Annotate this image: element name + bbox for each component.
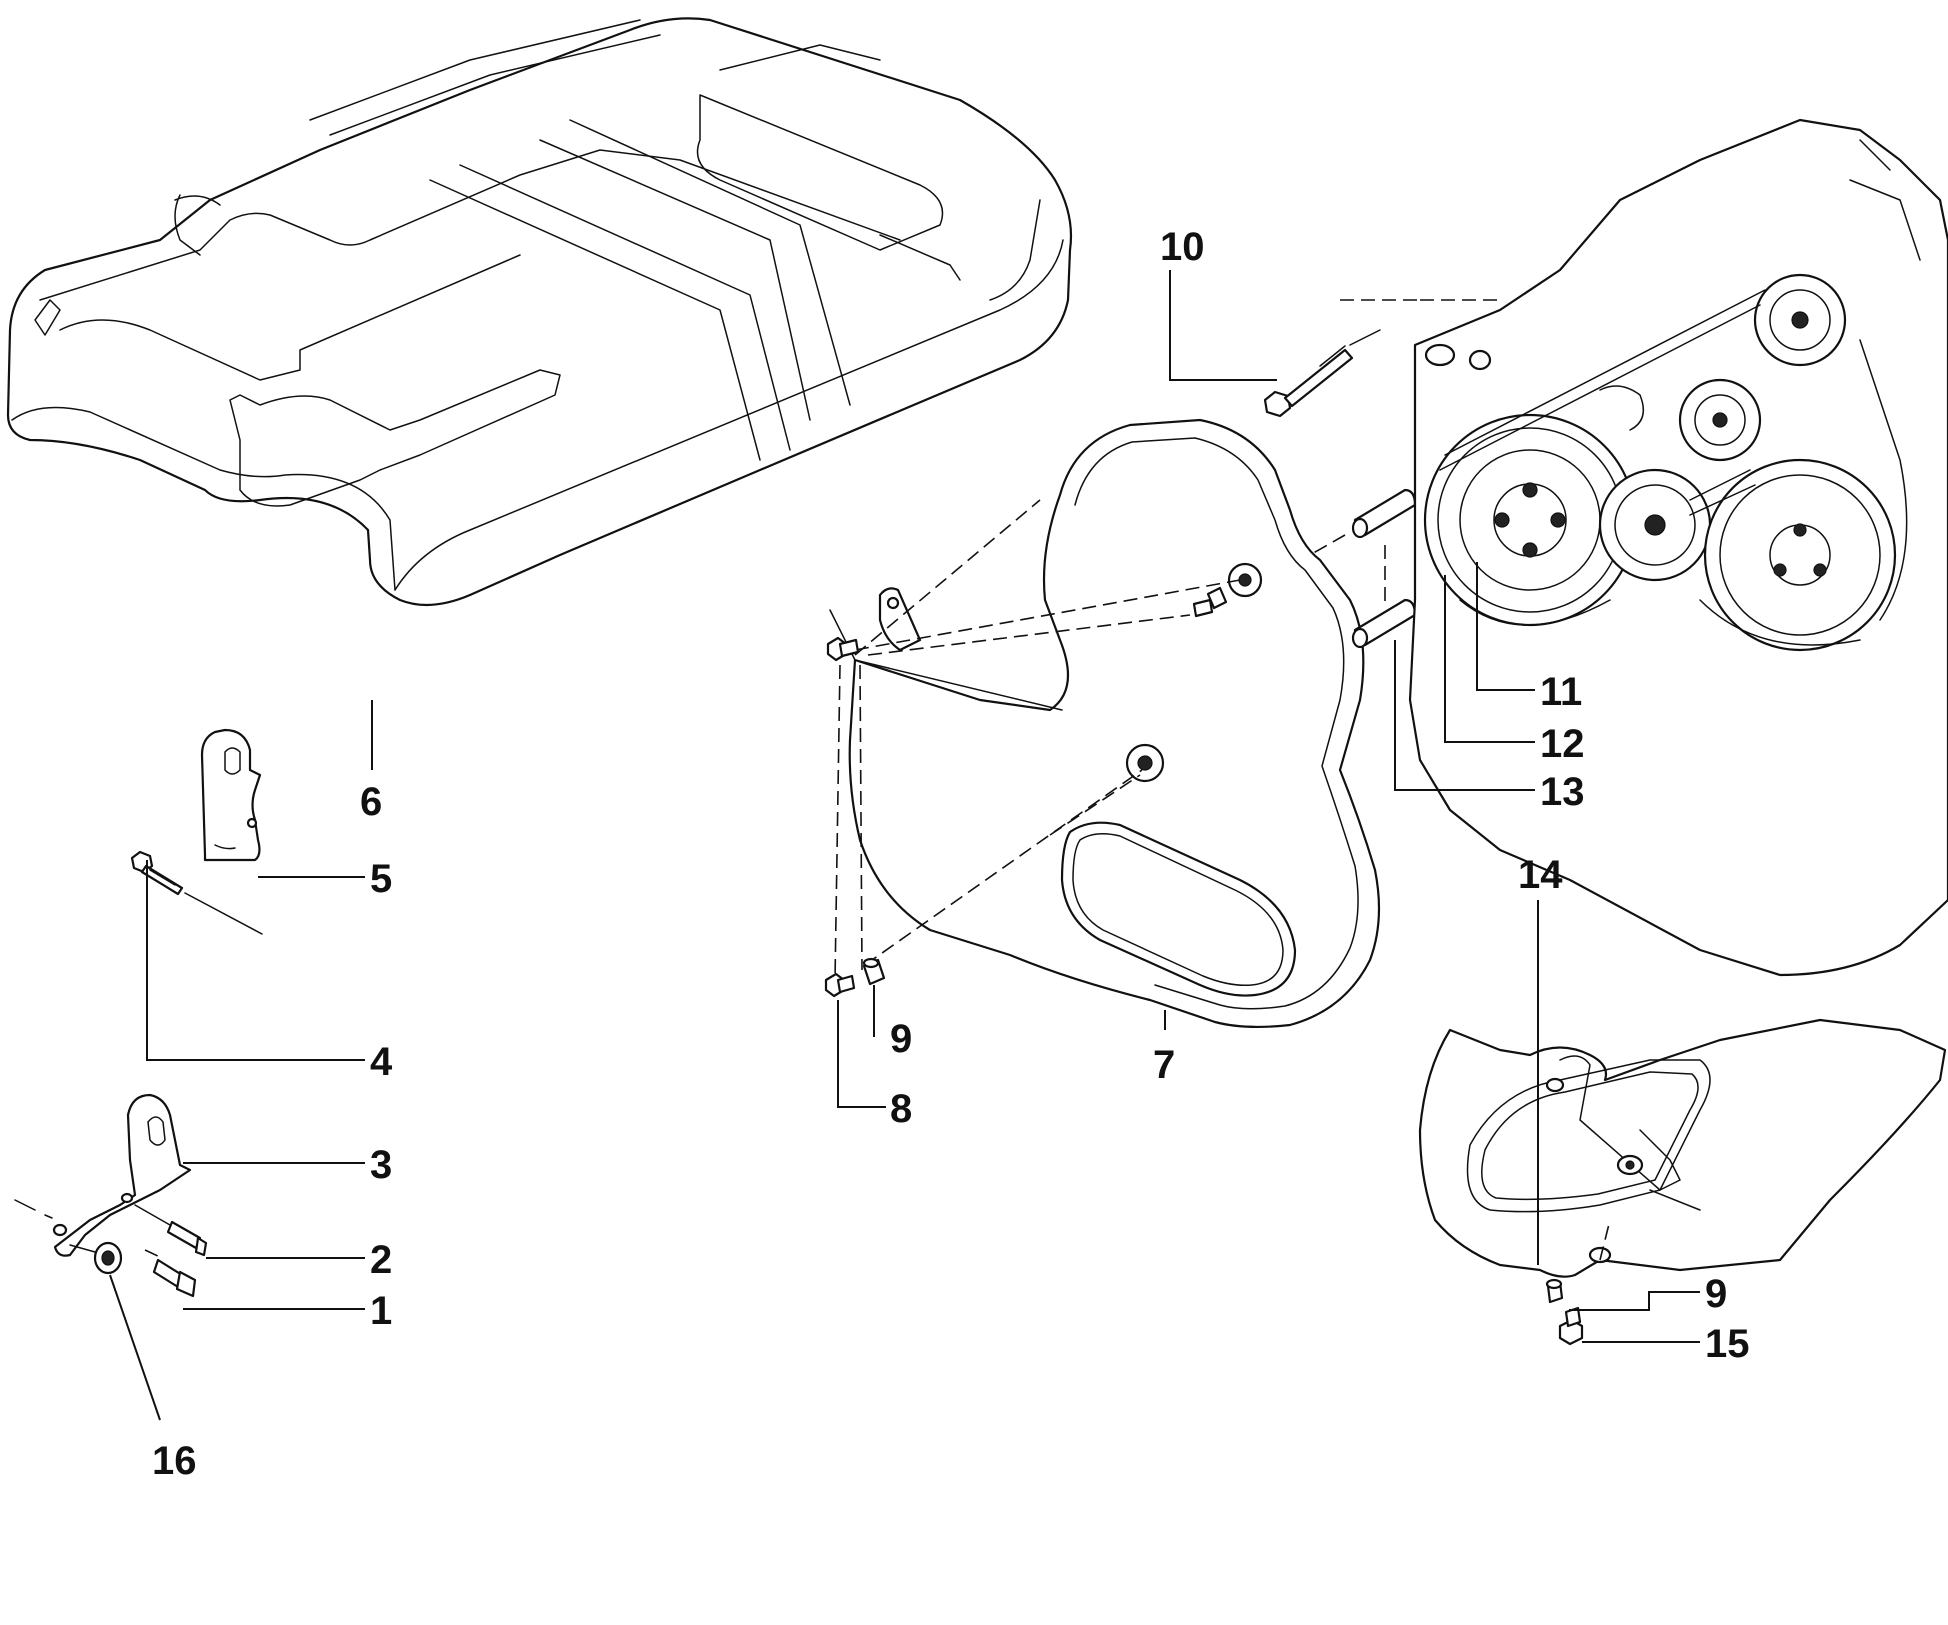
callout-3: 3: [370, 1143, 392, 1187]
bolt-part-1: [144, 1249, 197, 1298]
engine-cover-part-6: [6, 17, 1073, 607]
bracket-part-3: [14, 1093, 192, 1257]
callout-1: 1: [370, 1289, 392, 1333]
callout-7: 7: [1153, 1043, 1175, 1087]
callout-9-upper: 9: [890, 1017, 912, 1061]
spacer-part-9: [862, 586, 1228, 986]
callout-14: 14: [1518, 853, 1563, 897]
callout-4: 4: [370, 1040, 393, 1084]
nut-part-16: [69, 1241, 123, 1275]
bolt-part-4: [130, 850, 263, 935]
callout-13: 13: [1540, 770, 1585, 814]
callout-16: 16: [152, 1439, 197, 1483]
callout-6: 6: [360, 780, 382, 824]
engine-front-pulleys: [1408, 118, 1948, 977]
bracket-part-5: [200, 728, 262, 862]
callout-11: 11: [1540, 670, 1582, 714]
callout-2: 2: [370, 1238, 392, 1282]
screw-part-8: [824, 636, 860, 998]
callout-10: 10: [1160, 225, 1205, 269]
callout-12: 12: [1540, 722, 1585, 766]
bolt-part-15: [1558, 1306, 1584, 1346]
callout-8: 8: [890, 1087, 912, 1131]
callout-9-lower: 9: [1705, 1272, 1727, 1316]
callout-labels: 1 2 3 4 5 6 7 8 9 9 10 11 12 13 14 15 16: [152, 225, 1750, 1483]
spacer-part-13: [1309, 488, 1417, 649]
leader-lines: [109, 270, 1700, 1421]
bolt-part-10: [1263, 299, 1500, 418]
lower-guard-part-14: [1418, 1018, 1947, 1278]
callout-15: 15: [1705, 1322, 1750, 1366]
bolt-part-2: [134, 1204, 208, 1257]
callout-5: 5: [370, 857, 392, 901]
belt-guard-part-7: [829, 418, 1381, 1028]
assembly-lines-guard: [834, 499, 1241, 981]
spacer-part-9-lower: [1545, 1219, 1611, 1304]
